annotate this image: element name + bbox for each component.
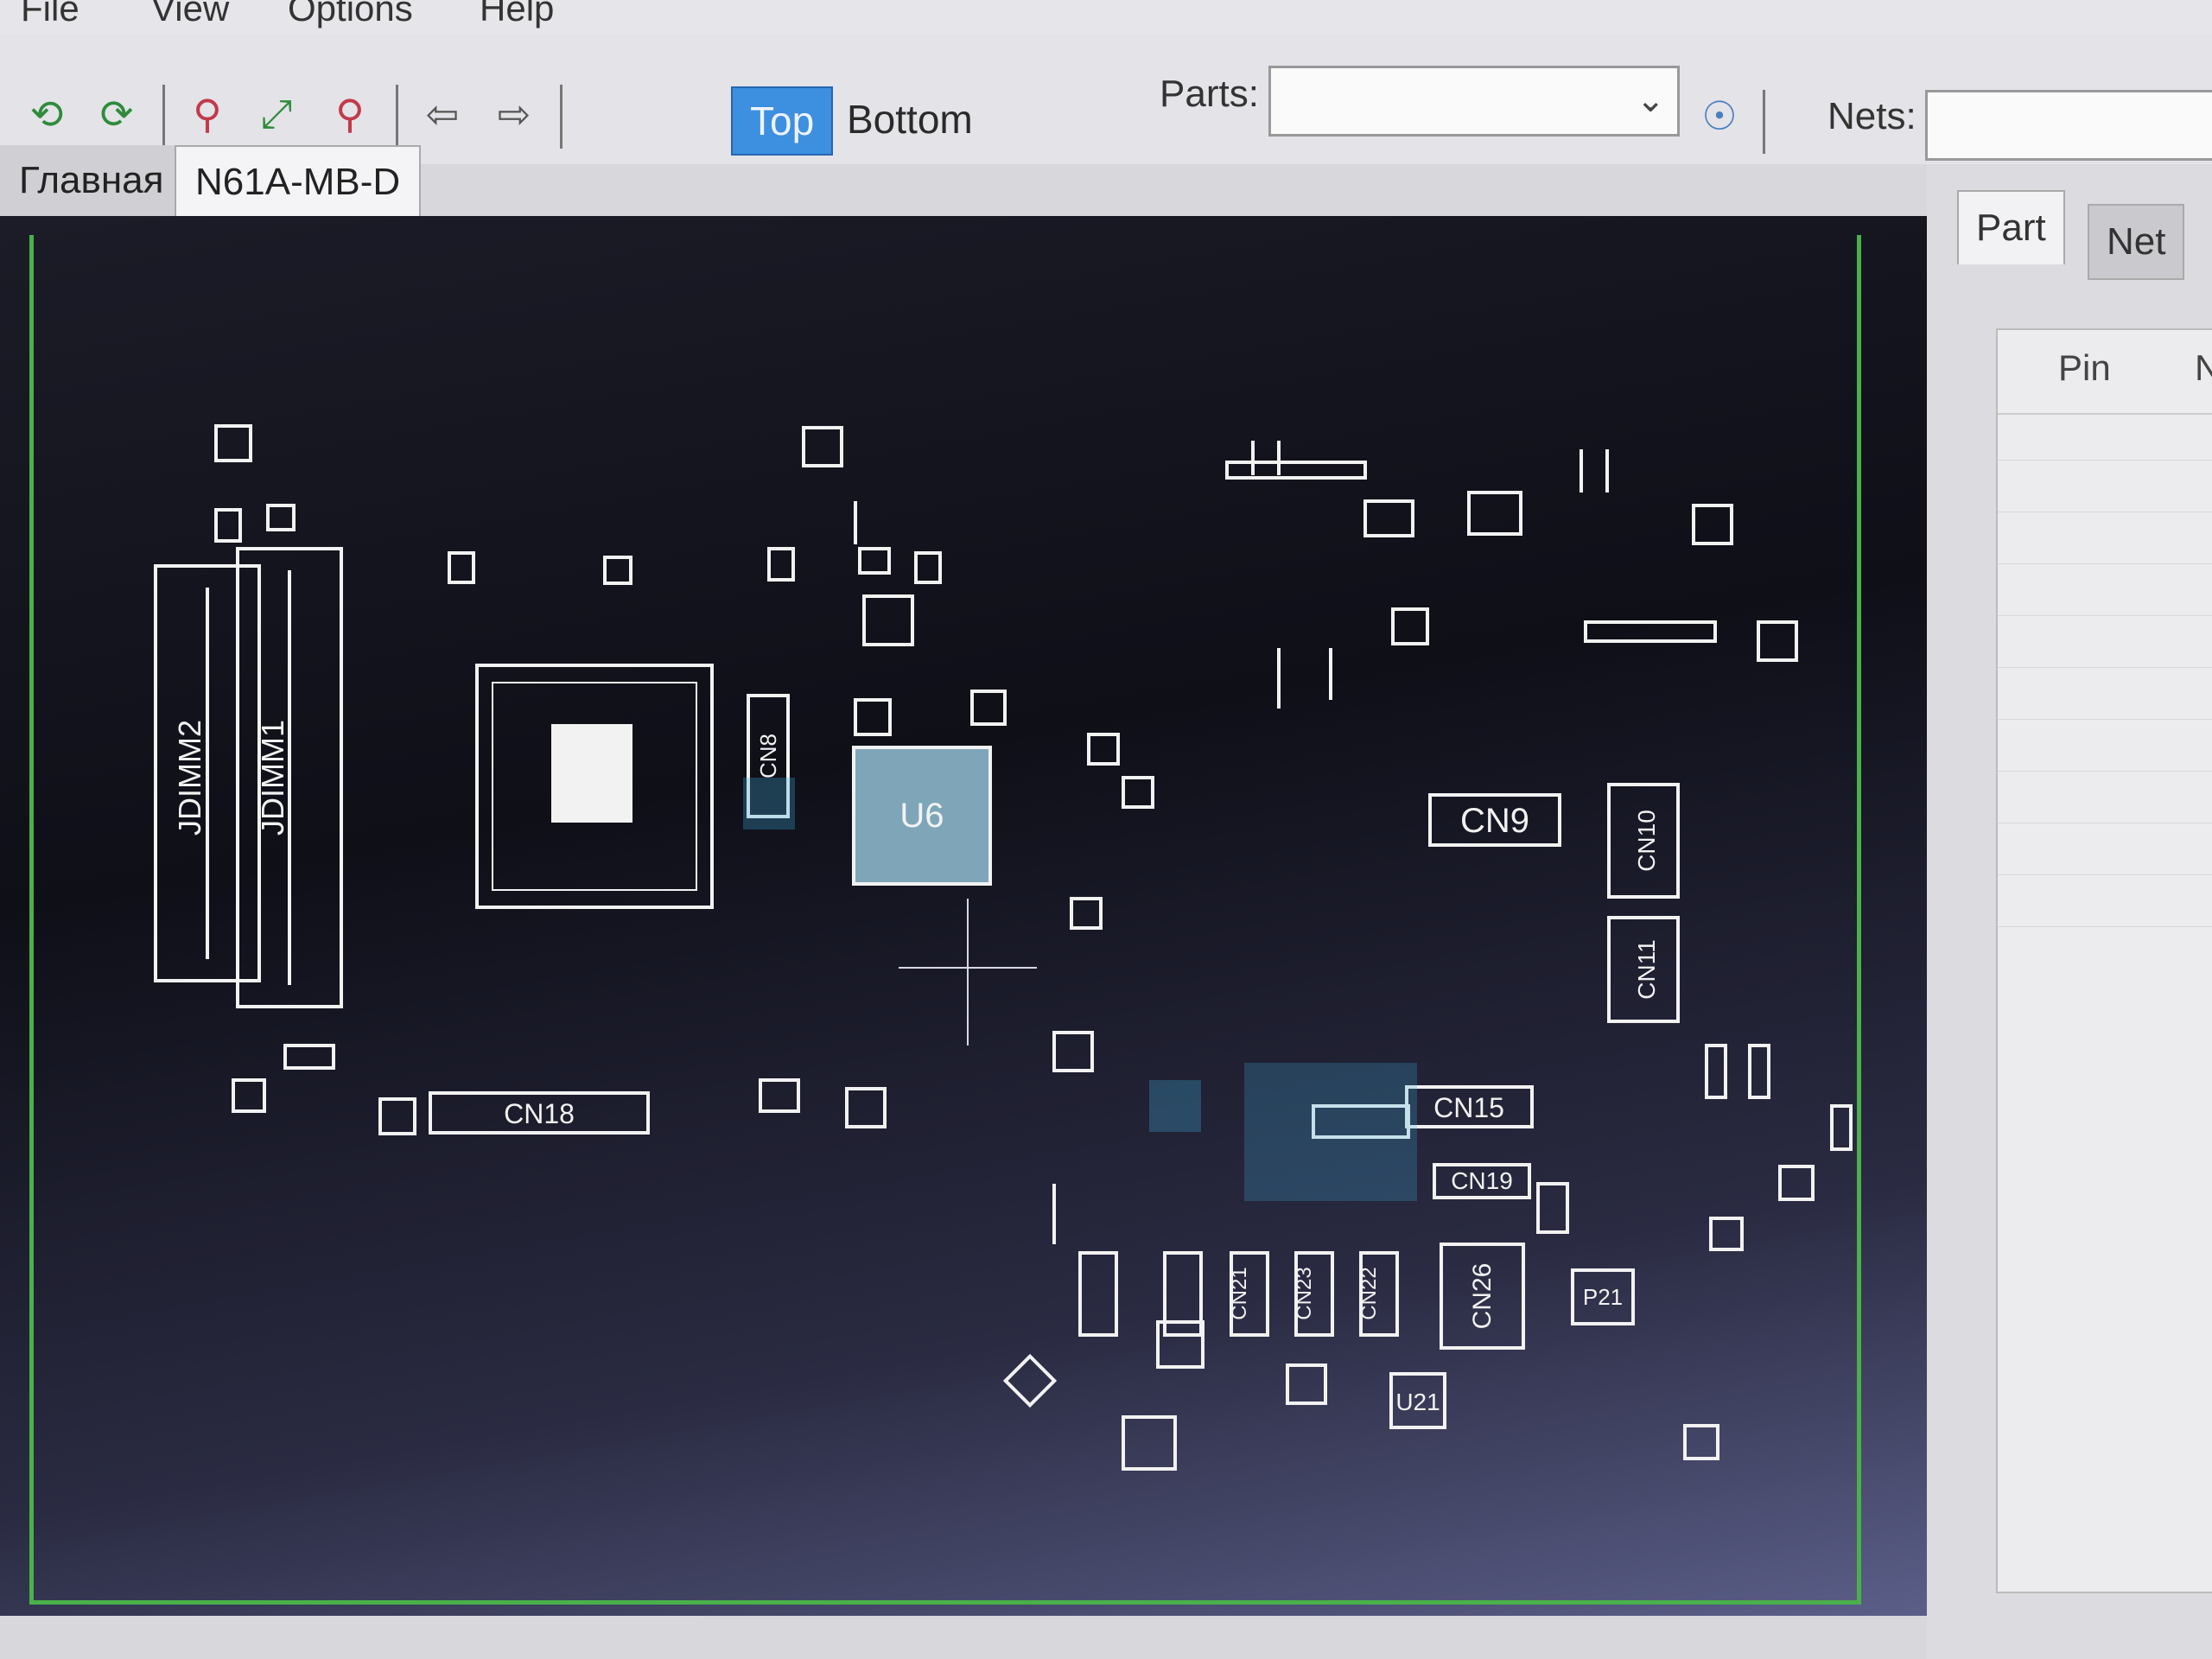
- cn10-connector[interactable]: [1607, 783, 1680, 899]
- cn-connector[interactable]: [1163, 1251, 1203, 1337]
- p21-label: P21: [1583, 1284, 1623, 1310]
- cn26-label: CN26: [1468, 1263, 1497, 1330]
- column-net[interactable]: N: [2195, 347, 2212, 388]
- jdimm1-label: JDIMM1: [255, 720, 290, 836]
- grid-row: [1998, 771, 2212, 772]
- grid-row: [1998, 719, 2212, 720]
- grid-row: [1998, 926, 2212, 927]
- u6-label: U6: [899, 797, 944, 835]
- cpu-socket[interactable]: [475, 664, 714, 909]
- grid-header: Pin N: [1998, 330, 2212, 415]
- toolbar-separator: [1763, 90, 1765, 154]
- cn10-label: CN10: [1633, 810, 1660, 872]
- cn21-label: CN21: [1228, 1267, 1251, 1319]
- cn23-label: CN23: [1293, 1267, 1316, 1319]
- toolbar-separator: [560, 85, 563, 149]
- tab-n61a-mb-d[interactable]: N61A-MB-D: [175, 145, 422, 218]
- grid-row: [1998, 460, 2212, 461]
- cn23-connector[interactable]: [1294, 1251, 1334, 1337]
- menu-bar: File View Options Help: [0, 0, 2212, 35]
- bottom-side-button[interactable]: Bottom: [847, 97, 973, 142]
- cn22-connector[interactable]: [1359, 1251, 1399, 1337]
- cn11-label: CN11: [1633, 939, 1660, 1000]
- rotate-left-icon[interactable]: ⟲: [29, 92, 64, 137]
- grid-row: [1998, 615, 2212, 616]
- column-pin[interactable]: Pin: [2058, 347, 2111, 388]
- zoom-in-icon[interactable]: ⚲: [193, 92, 222, 137]
- nets-combobox[interactable]: [1925, 90, 2212, 161]
- chevron-down-icon: ⌄: [1636, 81, 1665, 119]
- top-side-button[interactable]: Top: [731, 86, 834, 156]
- cn18-label: CN18: [504, 1098, 575, 1129]
- bulb-icon[interactable]: ☉: [1701, 93, 1738, 138]
- parts-label: Parts:: [1160, 73, 1259, 115]
- menu-view[interactable]: View: [151, 0, 230, 29]
- zoom-fit-icon[interactable]: ⤢: [260, 91, 293, 136]
- u21-chip[interactable]: [1389, 1372, 1446, 1429]
- cn-connector[interactable]: [1230, 1251, 1269, 1337]
- tab-net[interactable]: Net: [2088, 204, 2185, 280]
- cn9-label: CN9: [1460, 802, 1529, 840]
- menu-options[interactable]: Options: [288, 0, 413, 29]
- cn22-label: CN22: [1357, 1267, 1381, 1319]
- pin-net-grid[interactable]: Pin N: [1996, 328, 2212, 1593]
- cn8-connector[interactable]: [747, 694, 790, 818]
- tab-glavnaya[interactable]: Главная: [0, 145, 185, 216]
- zoom-out-icon[interactable]: ⚲: [335, 92, 365, 137]
- u21-label: U21: [1395, 1389, 1440, 1415]
- rotate-right-icon[interactable]: ⟳: [99, 92, 134, 137]
- board-outline: [29, 235, 1861, 1605]
- jdimm2-label: JDIMM2: [172, 720, 207, 836]
- jdimm2-slot[interactable]: [154, 564, 261, 982]
- toolbar-separator: [162, 85, 165, 149]
- u6-chip[interactable]: [852, 746, 992, 886]
- right-panel: Part Net Pin N: [1927, 164, 2212, 1659]
- cn18-connector[interactable]: [429, 1091, 650, 1135]
- tab-part[interactable]: Part: [1957, 190, 2065, 264]
- grid-row: [1998, 667, 2212, 668]
- nets-label: Nets:: [1827, 95, 1916, 137]
- cn21-connector[interactable]: [1078, 1251, 1118, 1337]
- jdimm1-slot[interactable]: [236, 547, 343, 1008]
- p21-chip[interactable]: [1571, 1268, 1635, 1325]
- toolbar-separator: [396, 85, 398, 149]
- grid-row: [1998, 563, 2212, 564]
- board-canvas[interactable]: JDIMM2 JDIMM1 CN8 U6 CN9 CN10 CN11 CN18 …: [0, 216, 1936, 1616]
- arrow-right-icon[interactable]: ⇨: [497, 92, 531, 137]
- cn11-connector[interactable]: [1607, 916, 1680, 1023]
- arrow-left-icon[interactable]: ⇦: [425, 92, 460, 137]
- menu-help[interactable]: Help: [480, 0, 555, 29]
- parts-combobox[interactable]: ⌄: [1268, 66, 1680, 137]
- cn15-label: CN15: [1433, 1092, 1504, 1123]
- cn8-label: CN8: [755, 734, 781, 779]
- grid-row: [1998, 874, 2212, 875]
- board-drawing: JDIMM2 JDIMM1 CN8 U6 CN9 CN10 CN11 CN18 …: [154, 424, 1853, 1471]
- cn19-label: CN19: [1451, 1167, 1513, 1194]
- cn26-connector[interactable]: [1440, 1243, 1525, 1350]
- cn9-connector[interactable]: [1428, 793, 1561, 847]
- cn19-connector[interactable]: [1433, 1163, 1531, 1199]
- menu-file[interactable]: File: [21, 0, 79, 29]
- toolbar: ⟲ ⟳ ⚲ ⤢ ⚲ ⇦ ⇨ Top Bottom Parts: ⌄ ☉ Nets…: [0, 35, 2212, 164]
